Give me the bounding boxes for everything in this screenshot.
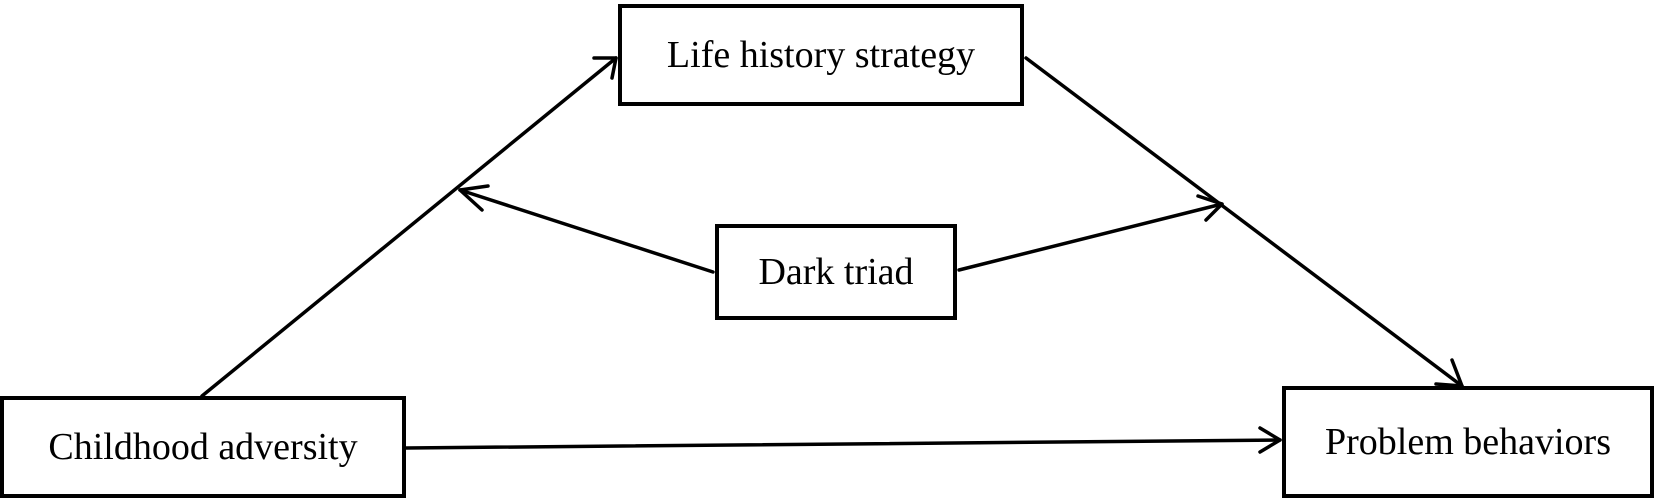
node-childhood-adversity: Childhood adversity: [0, 396, 406, 498]
edge-adversity-to-life-history: [200, 56, 618, 398]
edge-adversity-to-problem: [404, 438, 1282, 450]
edge-dark-triad-to-left-path: [458, 188, 715, 274]
node-dark-triad: Dark triad: [715, 224, 957, 320]
node-problem-behaviors: Problem behaviors: [1282, 386, 1654, 498]
arrowhead-life-history-icon: [592, 56, 618, 80]
node-childhood-adversity-label: Childhood adversity: [48, 426, 358, 468]
edge-life-history-to-problem: [1024, 56, 1464, 388]
node-life-history-strategy: Life history strategy: [618, 4, 1024, 106]
edge-dark-triad-to-right-path: [957, 202, 1224, 272]
node-problem-behaviors-label: Problem behaviors: [1324, 421, 1611, 463]
arrowhead-right-path-icon: [1196, 194, 1224, 222]
node-dark-triad-label: Dark triad: [758, 251, 914, 293]
arrowhead-problem-left-icon: [1258, 426, 1282, 454]
arrowhead-left-path-icon: [458, 184, 490, 212]
node-life-history-strategy-label: Life history strategy: [666, 34, 976, 76]
